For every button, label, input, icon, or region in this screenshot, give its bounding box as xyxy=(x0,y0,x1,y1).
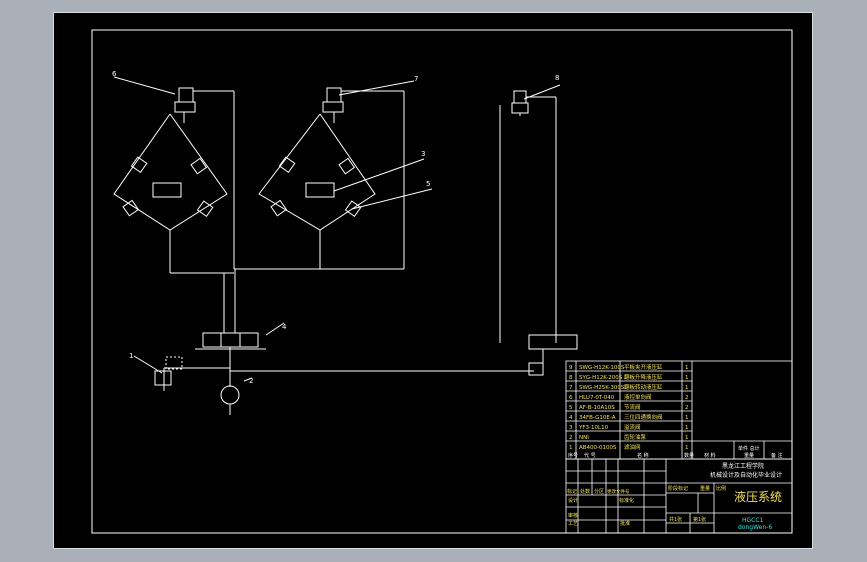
parts-row-no: 8 xyxy=(569,375,573,381)
callout-7: 7 xyxy=(414,75,418,83)
label-sheets: 共1张 xyxy=(669,516,682,523)
parts-header-material: 材 料 xyxy=(704,452,716,459)
parts-row-no: 9 xyxy=(569,365,573,371)
label-mark: 标记 xyxy=(567,488,577,495)
parts-row-qty: 1 xyxy=(685,375,689,381)
drawing-code: HGCC1 xyxy=(742,517,764,524)
parts-row-no: 3 xyxy=(569,425,573,431)
label-scale: 比例 xyxy=(716,485,726,492)
parts-row-code: NNI xyxy=(579,435,589,441)
callout-labels: 6 7 8 3 5 4 2 1 xyxy=(112,70,559,385)
parts-header-name: 名 称 xyxy=(637,452,649,459)
school-name: 黑龙江工程学院 xyxy=(722,462,764,470)
drawing-canvas[interactable]: 6 7 8 3 5 4 2 1 xyxy=(54,13,812,548)
parts-row-name: 溢流阀 xyxy=(624,423,641,431)
project-name: 机械设计及自动化毕业设计 xyxy=(710,471,782,479)
parts-row-no: 7 xyxy=(569,385,573,391)
callout-8: 8 xyxy=(555,74,559,82)
label-change-no: 更改文件号 xyxy=(607,488,630,495)
drawing-code-2: dongWen-6 xyxy=(738,524,772,531)
parts-row-no: 4 xyxy=(569,415,573,421)
title-block: 黑龙江工程学院 机械设计及自动化毕业设计 液压系统 HGCC1 dongWen-… xyxy=(565,458,793,534)
parts-header-code: 代 号 xyxy=(584,452,596,459)
parts-row-no: 6 xyxy=(569,395,573,401)
label-craft: 工艺 xyxy=(568,521,578,527)
parts-row-qty: 1 xyxy=(685,425,689,431)
parts-header-qty: 数量 xyxy=(684,452,694,459)
parts-row-no: 5 xyxy=(569,405,573,411)
parts-row-code: 34FB-G10E-A xyxy=(579,415,616,421)
parts-row-code: SWG-H12K-100S xyxy=(579,365,625,371)
circuit-right xyxy=(499,84,578,376)
supply-lines xyxy=(133,269,534,415)
parts-row-name: 翻板转动液压缸 xyxy=(624,383,663,391)
callout-2: 2 xyxy=(249,377,253,385)
circuit-middle xyxy=(234,80,433,270)
parts-row-name: 液控单向阀 xyxy=(624,393,652,401)
label-sheet: 第1张 xyxy=(693,516,706,523)
parts-row-no: 2 xyxy=(569,435,573,441)
parts-row-code: AF-B-10A10S xyxy=(579,405,615,411)
parts-row-code: SYG-H12K-200S xyxy=(579,375,623,381)
label-stage: 阶段标记 xyxy=(668,485,688,492)
parts-row-name: 滤油网 xyxy=(624,443,641,451)
cylinder-7 xyxy=(326,87,342,103)
callout-3: 3 xyxy=(421,150,425,158)
callout-1: 1 xyxy=(129,352,133,360)
parts-row-qty: 2 xyxy=(685,395,689,401)
cylinder-7-base xyxy=(322,101,344,113)
parts-header-unit-total: 单件 总计 xyxy=(738,445,760,452)
throttle-right xyxy=(528,362,544,376)
cylinder-6 xyxy=(178,87,194,103)
circuit-left xyxy=(113,76,235,274)
callout-6: 6 xyxy=(112,70,117,78)
cylinder-8-base xyxy=(511,102,529,114)
parts-row-code: SWG-H25K-300S xyxy=(579,385,625,391)
parts-row-qty: 2 xyxy=(685,405,689,411)
parts-row-qty: 1 xyxy=(685,385,689,391)
parts-row-name: 平板夹开液压缸 xyxy=(624,363,663,371)
label-design: 设计 xyxy=(568,497,578,504)
pump-2 xyxy=(220,385,240,405)
parts-row-code: YF3-10L10 xyxy=(578,425,609,431)
hydraulic-schematic: 6 7 8 3 5 4 2 1 xyxy=(91,29,793,534)
cylinder-6-base xyxy=(174,101,196,113)
inner-border xyxy=(91,29,793,534)
callout-5: 5 xyxy=(426,180,430,188)
valve-4 xyxy=(202,332,259,348)
parts-row-name: 齿轮油泵 xyxy=(624,433,647,441)
parts-row-qty: 1 xyxy=(685,415,689,421)
parts-row-qty: 1 xyxy=(685,445,689,451)
label-std: 标准化 xyxy=(619,497,634,504)
parts-header-remark: 备 注 xyxy=(771,452,783,459)
callout-4: 4 xyxy=(282,323,287,331)
parts-row-qty: 1 xyxy=(685,435,689,441)
label-zone: 分区 xyxy=(594,488,604,495)
label-approve: 批准 xyxy=(620,520,630,527)
relief-valve-3 xyxy=(154,370,172,386)
parts-table: 9 SWG-H12K-100S 平板夹开液压缸 1 8 SYG-H12K-200… xyxy=(565,360,793,460)
parts-header-weight: 重量 xyxy=(744,452,754,459)
parts-row-code: AB400-0100S xyxy=(579,445,617,451)
parts-row-code: HLU7-0T-040 xyxy=(579,395,615,401)
label-weight: 重量 xyxy=(700,485,710,492)
label-qty: 处数 xyxy=(580,488,590,495)
parts-row-no: 1 xyxy=(569,445,573,451)
cylinder-8 xyxy=(513,90,527,104)
parts-row-name: 三位四通换向阀 xyxy=(624,413,663,421)
parts-row-name: 翻板升降液压缸 xyxy=(624,373,663,381)
parts-row-name: 节流阀 xyxy=(624,403,641,411)
parts-header-no: 序号 xyxy=(568,452,578,459)
parts-row-qty: 1 xyxy=(685,365,689,371)
drawing-title: 液压系统 xyxy=(734,489,782,504)
valve-right xyxy=(528,334,578,350)
label-review: 审核 xyxy=(568,512,578,519)
